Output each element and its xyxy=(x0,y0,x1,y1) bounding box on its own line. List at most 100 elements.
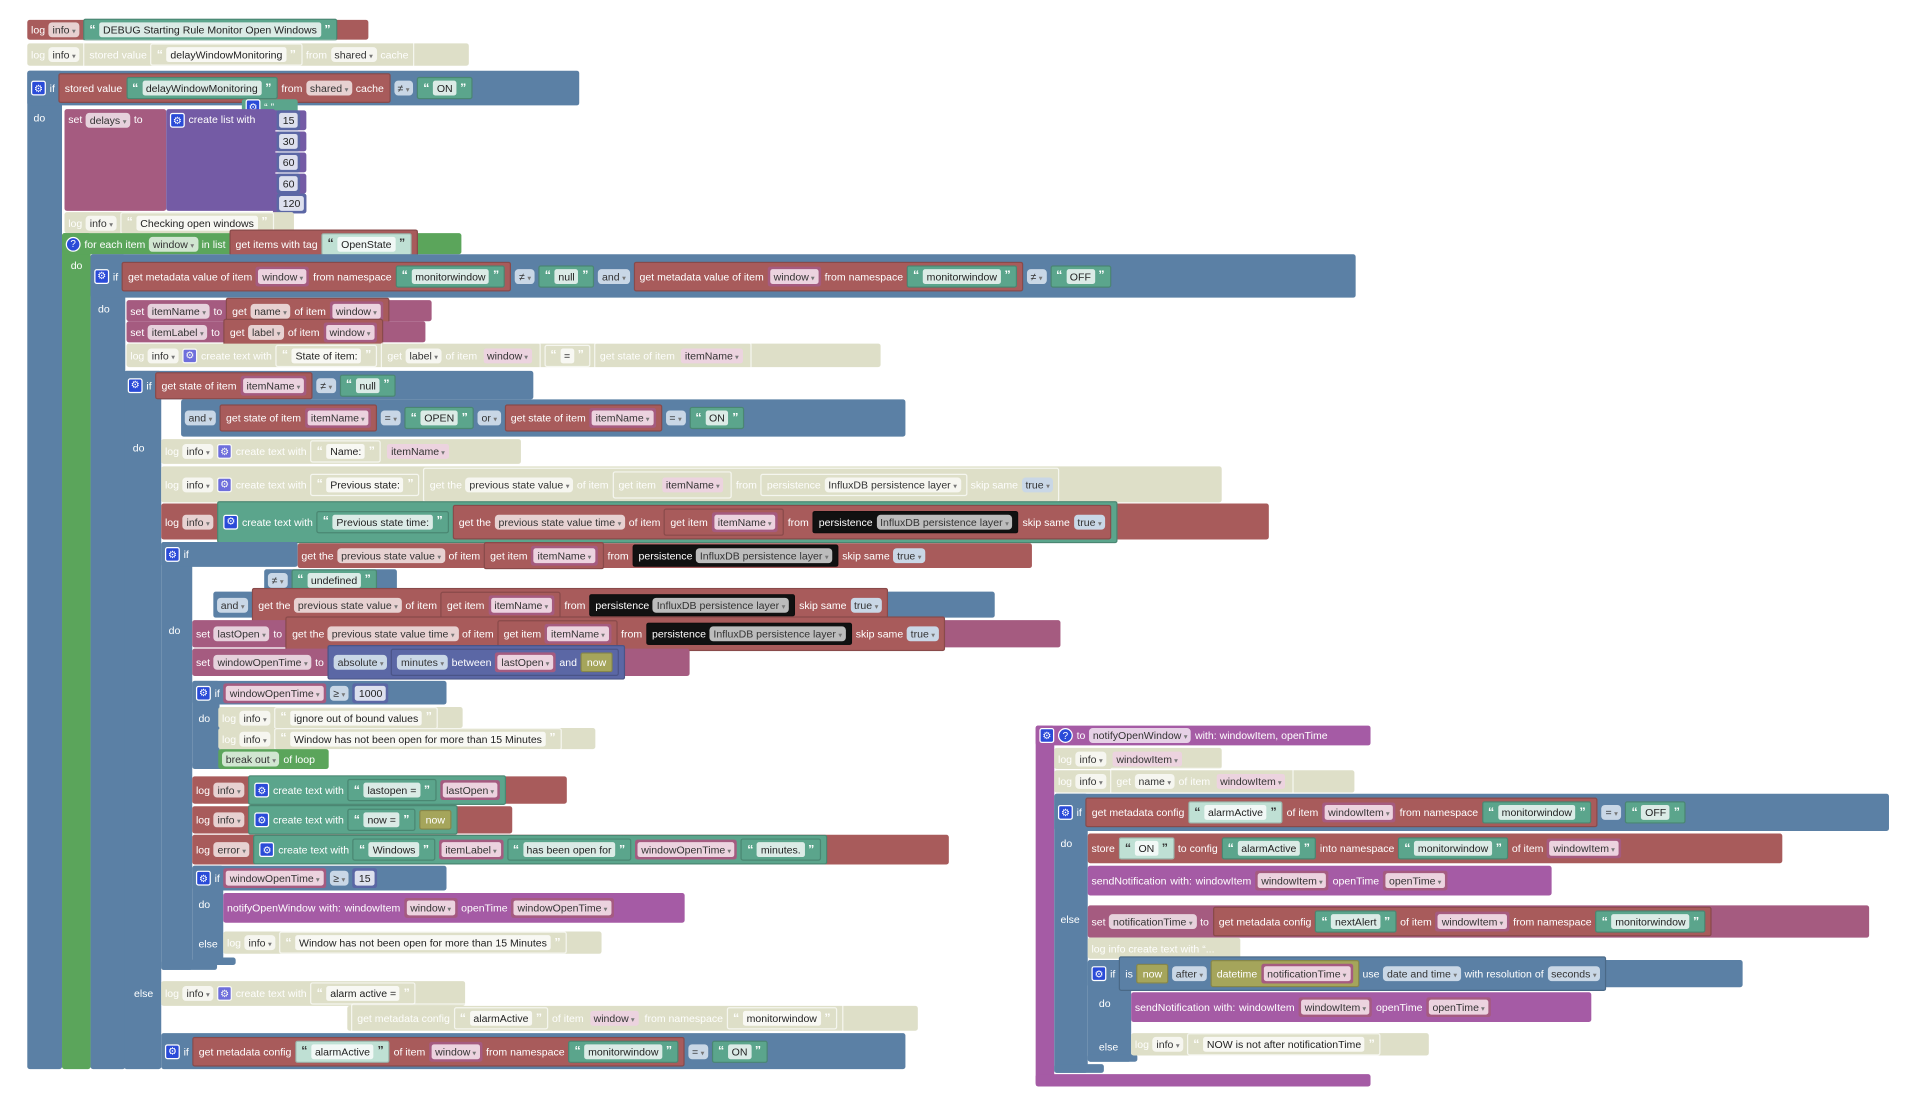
text-literal-field[interactable]: ignore out of bound values xyxy=(290,710,423,725)
number-field[interactable]: 120 xyxy=(279,195,305,211)
dropdown-influxdb-persistence-layer[interactable]: InfluxDB persistence layer▾ xyxy=(824,476,961,492)
dropdown-op[interactable]: ≥▾ xyxy=(329,685,349,701)
text-literal-field[interactable]: Window has not been open for more than 1… xyxy=(295,935,551,951)
variable-dropdown-windowitem[interactable]: windowItem ▾ xyxy=(1438,914,1507,929)
text-literal-field[interactable]: OFF xyxy=(1641,804,1670,820)
gear-icon[interactable]: ⚙ xyxy=(31,80,46,96)
variable-dropdown-window[interactable]: window ▾ xyxy=(406,900,455,916)
text-literal-field[interactable]: alarmActive xyxy=(1237,840,1301,856)
dropdown-op[interactable]: =▾ xyxy=(688,1043,709,1059)
text-literal-field[interactable]: monitorwindow xyxy=(1497,804,1576,820)
text-literal-field[interactable]: ON xyxy=(1134,840,1159,856)
variable-dropdown-itemname[interactable]: itemName ▾ xyxy=(387,444,449,459)
text-literal-field[interactable]: Name: xyxy=(326,444,366,459)
text-literal-field[interactable]: delayWindowMonitoring xyxy=(166,47,287,63)
variable-dropdown-windowitem[interactable]: windowItem ▾ xyxy=(1324,804,1394,820)
dropdown-label[interactable]: label▾ xyxy=(405,347,442,363)
dropdown-label[interactable]: label▾ xyxy=(248,324,285,340)
number-field[interactable]: 1000 xyxy=(355,685,387,701)
dropdown-and[interactable]: and▾ xyxy=(184,410,217,426)
number-field[interactable]: 60 xyxy=(279,155,299,170)
dropdown-info[interactable]: info▾ xyxy=(148,347,179,363)
dropdown-itemlabel[interactable]: itemLabel▾ xyxy=(148,324,208,340)
gear-icon[interactable]: ⚙ xyxy=(169,112,185,128)
text-literal-field[interactable]: delayWindowMonitoring xyxy=(142,80,262,96)
dropdown-info[interactable]: info▾ xyxy=(1152,1036,1184,1052)
text-literal-field[interactable]: lastopen = xyxy=(363,782,421,798)
text-literal-field[interactable]: monitorwindow xyxy=(411,268,490,284)
number-field[interactable]: 15 xyxy=(279,112,299,128)
text-literal-field[interactable]: Checking open windows xyxy=(136,215,258,231)
variable-dropdown-window[interactable]: window ▾ xyxy=(325,324,375,340)
gear-icon[interactable]: ⚙ xyxy=(254,812,270,828)
gear-icon[interactable]: ⚙ xyxy=(164,546,180,562)
dropdown-seconds[interactable]: seconds▾ xyxy=(1547,966,1601,982)
dropdown-info[interactable]: info▾ xyxy=(1075,773,1107,789)
text-literal-field[interactable]: now = xyxy=(363,812,400,828)
dropdown-windowopentime[interactable]: windowOpenTime▾ xyxy=(213,654,312,670)
number-field[interactable]: 30 xyxy=(279,133,299,149)
dropdown-op[interactable]: ≠▾ xyxy=(393,80,414,96)
gear-icon[interactable]: ⚙ xyxy=(217,444,233,459)
block-row[interactable]: log info create text with “... xyxy=(1087,937,1241,959)
text-literal-field[interactable]: Window has not been open for more than 1… xyxy=(290,731,546,747)
dropdown-previous-state-value[interactable]: previous state value▾ xyxy=(337,548,445,564)
variable-dropdown-windowopentime[interactable]: windowOpenTime ▾ xyxy=(513,900,612,916)
variable-dropdown-lastopen[interactable]: lastOpen ▾ xyxy=(497,654,554,670)
variable-dropdown-window[interactable]: window ▾ xyxy=(332,303,381,319)
dropdown-op[interactable]: ≠▾ xyxy=(515,268,535,284)
dropdown-influxdb-persistence-layer[interactable]: InfluxDB persistence layer▾ xyxy=(696,548,833,564)
dropdown-window[interactable]: window▾ xyxy=(149,236,198,252)
dropdown-and[interactable]: and▾ xyxy=(217,597,249,613)
text-literal-field[interactable]: OPEN xyxy=(420,410,458,426)
text-literal-field[interactable]: null xyxy=(355,377,380,393)
gear-icon[interactable]: ⚙ xyxy=(164,1043,180,1059)
dropdown-info[interactable]: info▾ xyxy=(182,514,214,529)
text-literal-field[interactable]: alarm active = xyxy=(326,986,400,1001)
dropdown-and[interactable]: and▾ xyxy=(598,268,630,284)
dropdown-break-out[interactable]: break out▾ xyxy=(222,751,280,767)
dropdown-info[interactable]: info▾ xyxy=(1075,751,1107,766)
text-literal-field[interactable]: minutes. xyxy=(757,842,805,858)
gear-icon[interactable]: ⚙ xyxy=(1057,804,1073,820)
variable-dropdown-windowitem[interactable]: windowItem ▾ xyxy=(1216,773,1286,789)
dropdown-or[interactable]: or▾ xyxy=(477,410,501,426)
variable-dropdown-windowopentime[interactable]: windowOpenTime ▾ xyxy=(226,870,324,886)
block-row[interactable]: ⚙create list with xyxy=(166,109,276,211)
variable-dropdown-opentime[interactable]: openTime ▾ xyxy=(1385,873,1446,889)
variable-dropdown-windowopentime[interactable]: windowOpenTime ▾ xyxy=(637,842,735,858)
variable-dropdown-itemname[interactable]: itemName ▾ xyxy=(533,548,596,564)
gear-icon[interactable]: ⚙ xyxy=(195,870,211,886)
variable-dropdown-window[interactable]: window ▾ xyxy=(589,1010,639,1026)
dropdown-influxdb-persistence-layer[interactable]: InfluxDB persistence layer▾ xyxy=(709,626,846,642)
block-row[interactable]: 30 xyxy=(272,131,307,152)
dropdown-info[interactable]: info▾ xyxy=(239,710,271,725)
dropdown-influxdb-persistence-layer[interactable]: InfluxDB persistence layer▾ xyxy=(876,514,1013,529)
gear-icon[interactable]: ⚙ xyxy=(217,986,233,1001)
variable-dropdown-windowitem[interactable]: windowItem ▾ xyxy=(1549,840,1619,856)
variable-dropdown-windowitem[interactable]: windowItem ▾ xyxy=(1112,751,1182,766)
text-literal-field[interactable]: monitorwindow xyxy=(742,1010,821,1026)
dropdown-error[interactable]: error▾ xyxy=(213,842,250,858)
help-icon[interactable]: ? xyxy=(65,236,81,252)
block-row[interactable]: ≠▾“undefined” xyxy=(264,568,397,592)
